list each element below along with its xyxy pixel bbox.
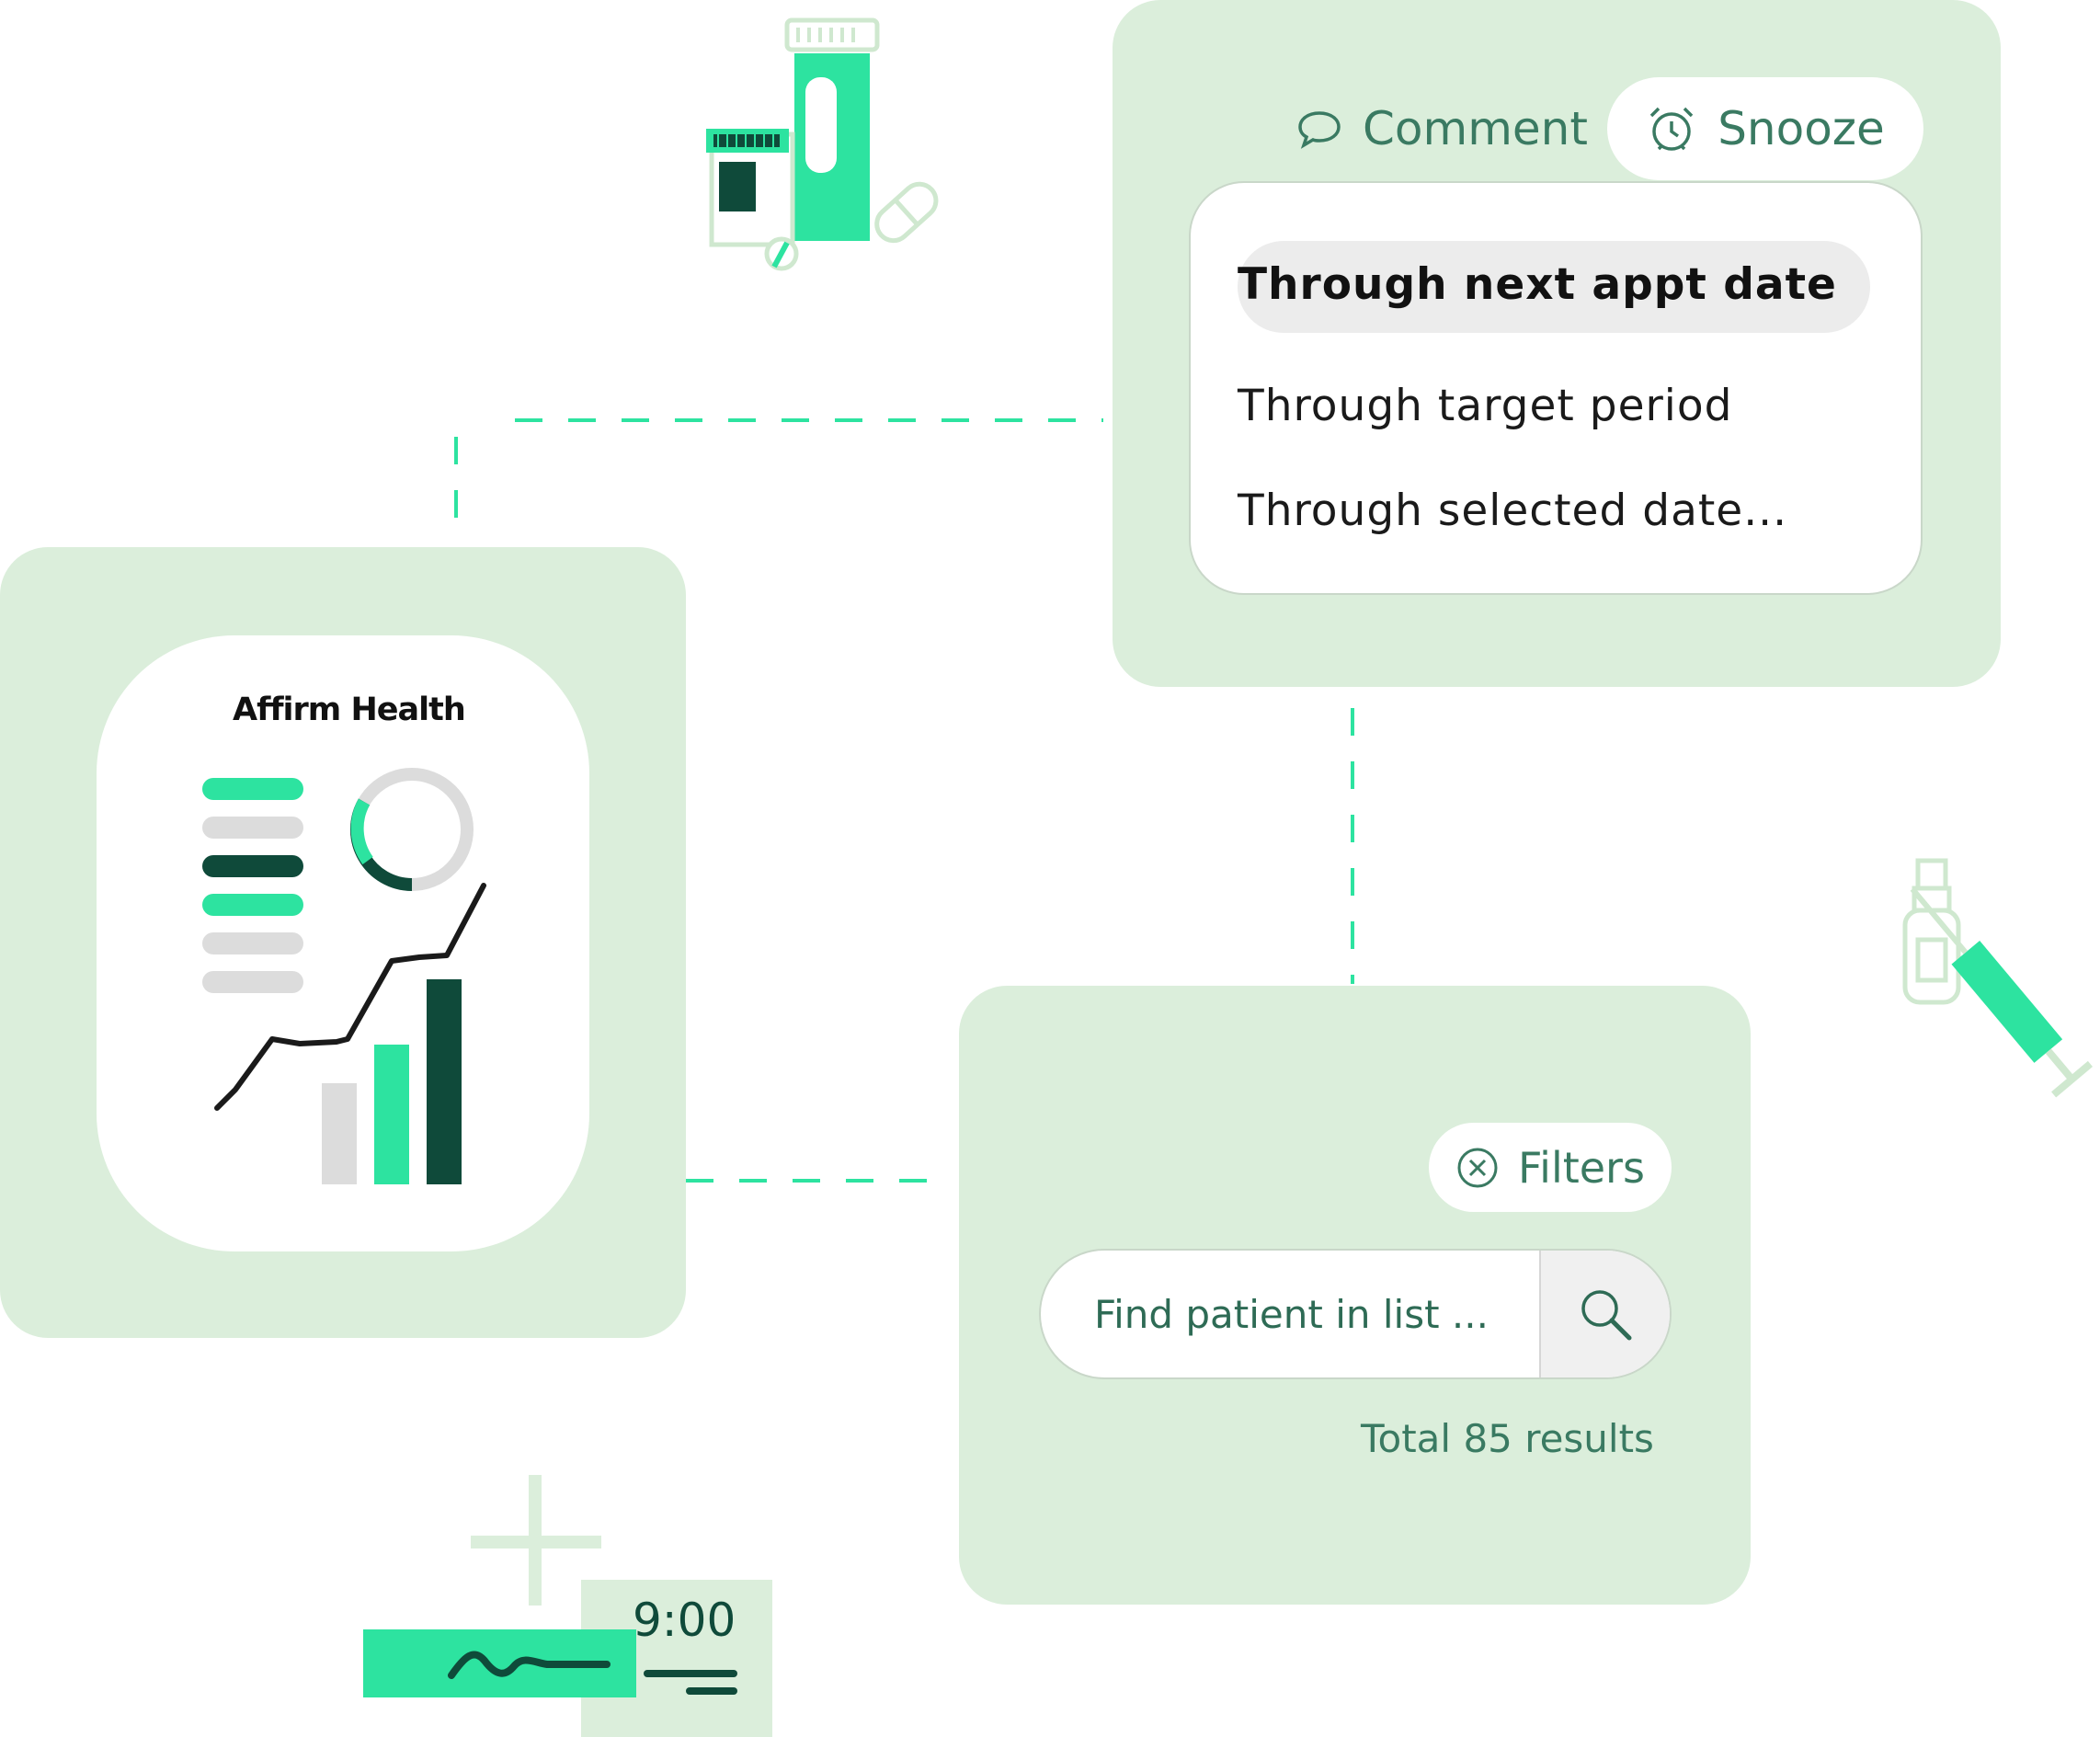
connector-bottom — [686, 1179, 953, 1183]
filters-label: Filters — [1518, 1142, 1645, 1193]
tab-comment[interactable]: Comment — [1296, 92, 1588, 166]
legend-bar — [202, 971, 303, 993]
pulse-line-icon — [448, 1651, 611, 1679]
comment-icon — [1298, 111, 1341, 149]
search-input[interactable] — [1094, 1251, 1508, 1377]
alarm-clock-icon — [1649, 107, 1694, 151]
trend-line-icon — [214, 883, 486, 1111]
tab-snooze-label: Snooze — [1718, 102, 1885, 155]
connector-middle-vertical — [1351, 708, 1354, 984]
plus-icon — [471, 1475, 601, 1606]
results-count: Total 85 results — [1361, 1416, 1654, 1461]
syringe-icon — [1902, 858, 2093, 1098]
legend-bar — [202, 817, 303, 839]
chart-bar — [427, 979, 462, 1184]
filters-button[interactable]: Filters — [1429, 1123, 1672, 1212]
clock-time: 9:00 — [633, 1594, 736, 1647]
pill-bottle-icon — [706, 17, 939, 271]
donut-chart-icon — [349, 768, 474, 891]
connector-top — [515, 418, 1103, 422]
legend-bar — [202, 855, 303, 877]
option-target-period[interactable]: Through target period — [1238, 381, 1733, 431]
chart-bar — [322, 1083, 357, 1184]
tab-comment-label: Comment — [1363, 102, 1588, 155]
legend-bar — [202, 894, 303, 916]
option-next-appt[interactable]: Through next appt date — [1238, 259, 1837, 310]
time-divider — [686, 1687, 737, 1695]
time-divider — [644, 1670, 737, 1677]
connector-top-vertical — [454, 437, 458, 543]
search-icon — [1581, 1290, 1632, 1341]
tab-snooze[interactable]: Snooze — [1607, 77, 1923, 180]
search-button[interactable] — [1539, 1251, 1670, 1377]
search-box — [1039, 1249, 1672, 1379]
chart-bar — [374, 1045, 409, 1184]
close-circle-icon — [1457, 1148, 1498, 1187]
legend-bar — [202, 778, 303, 800]
legend-bar — [202, 932, 303, 954]
option-highlight — [1238, 241, 1870, 333]
option-selected-date[interactable]: Through selected date... — [1238, 486, 1788, 536]
brand-name: Affirm Health — [233, 691, 466, 728]
